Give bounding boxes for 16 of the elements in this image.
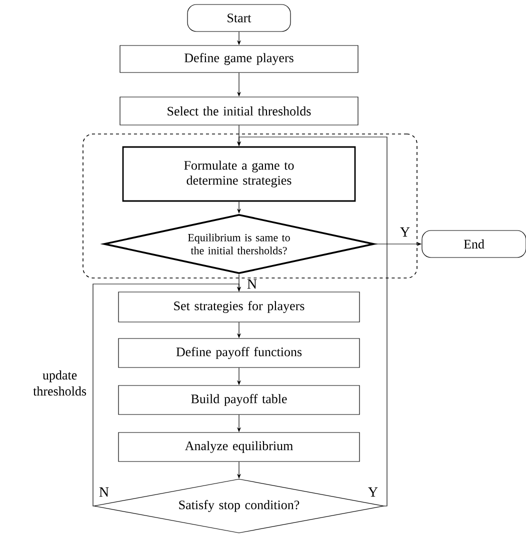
edge-label: Y <box>366 486 380 498</box>
edge-label: Y <box>398 226 412 238</box>
process-box: Select the initial thresholds <box>120 96 358 126</box>
terminal-box: Start <box>187 4 291 32</box>
process-box: Define payoff functions <box>118 338 360 368</box>
note-text: update thresholds <box>33 370 86 396</box>
process-box: Build payoff table <box>118 385 360 415</box>
edge-label: N <box>98 486 110 498</box>
process-box: Set strategies for players <box>118 292 360 322</box>
process-box: Define game players <box>120 45 358 73</box>
edge-label: N <box>246 278 258 290</box>
terminal-box: End <box>422 230 526 258</box>
arrow <box>92 284 242 506</box>
process-box: Analyze equilibrium <box>118 432 360 462</box>
process-box: Formulate a game to determine strategies <box>122 146 356 202</box>
dashed-region <box>82 134 418 278</box>
